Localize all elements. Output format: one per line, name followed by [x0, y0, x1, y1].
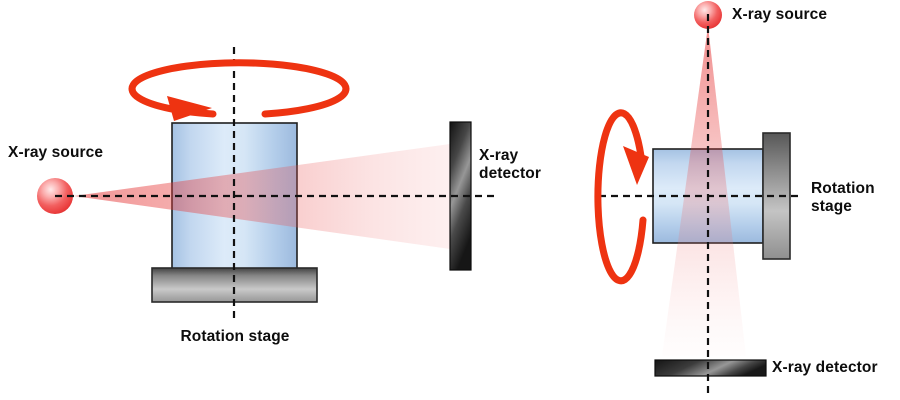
right-source-label: X-ray source — [732, 6, 828, 23]
rotation-arrow-arc — [594, 109, 647, 285]
left-stage-label: Rotation stage — [180, 328, 290, 345]
left-source-label: X-ray source — [8, 144, 104, 161]
rotation-arrow-head — [623, 146, 649, 185]
left-diagram — [37, 47, 498, 318]
xray-detector-panel — [449, 121, 472, 271]
rotation-arrow-head — [167, 96, 212, 121]
xray-beam — [662, 26, 746, 356]
right-diagram — [594, 1, 803, 397]
rotation-stage-base — [151, 267, 318, 303]
left-detector-label: X-ray detector — [479, 147, 541, 182]
right-stage-label: Rotation stage — [811, 180, 875, 215]
xray-detector-panel — [654, 359, 767, 377]
right-detector-label: X-ray detector — [772, 359, 878, 376]
rotation-arrow-arc — [128, 59, 350, 118]
